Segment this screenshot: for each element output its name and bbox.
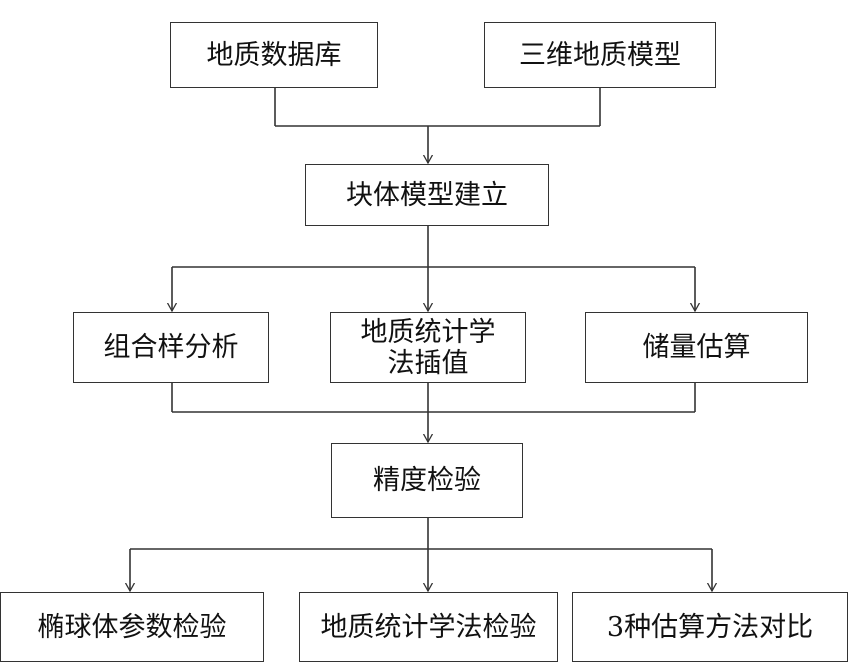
node-three-methods-compare-label: 3种估算方法对比 [606,611,814,643]
node-geostat-method-check-label: 地质统计学法检验 [320,611,537,643]
node-geo-3d-model-label: 三维地质模型 [519,39,681,71]
node-ellipsoid-param-check: 椭球体参数检验 [0,592,264,662]
node-geostat-interpolation: 地质统计学 法插值 [330,312,526,383]
node-reserve-estimation: 储量估算 [585,312,808,383]
node-accuracy-check: 精度检验 [331,443,523,518]
node-block-model: 块体模型建立 [305,164,549,226]
node-geostat-interpolation-label-line2: 法插值 [387,347,469,379]
node-geostat-interpolation-label-line1: 地质统计学 [360,316,496,348]
node-geo-database: 地质数据库 [170,22,378,88]
node-geostat-method-check: 地质统计学法检验 [299,592,558,662]
node-ellipsoid-param-check-label: 椭球体参数检验 [37,611,227,643]
node-geo-3d-model: 三维地质模型 [484,22,716,88]
node-composite-analysis: 组合样分析 [73,312,269,383]
node-composite-analysis-label: 组合样分析 [103,332,239,363]
node-block-model-label: 块体模型建立 [346,179,508,211]
node-three-methods-compare: 3种估算方法对比 [572,592,848,662]
node-accuracy-check-label: 精度检验 [373,465,481,496]
node-geo-database-label: 地质数据库 [206,39,342,71]
node-reserve-estimation-label: 储量估算 [642,332,751,363]
